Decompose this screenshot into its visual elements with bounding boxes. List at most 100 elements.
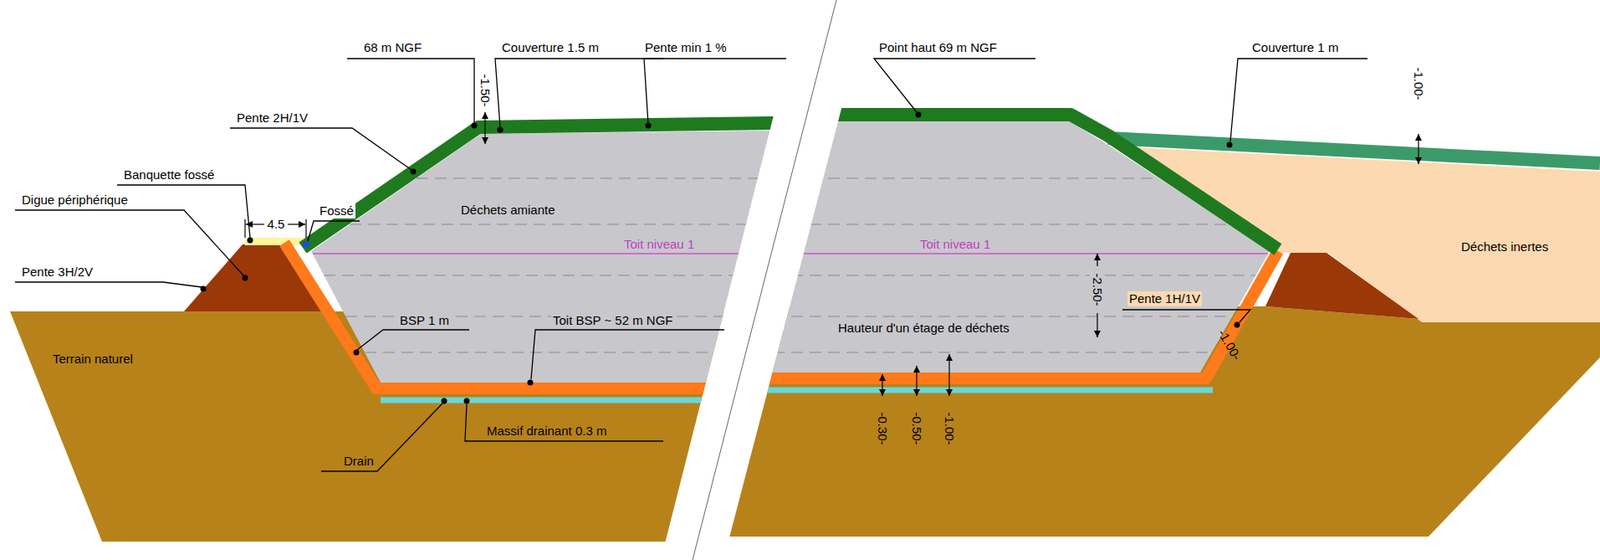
part-label: Drain xyxy=(342,453,376,469)
dimension-value: 4.5 xyxy=(265,216,287,232)
part-label: Banquette fossé xyxy=(122,167,216,183)
layer-label: Massif drainant 0.3 m xyxy=(485,423,609,439)
leader-dot xyxy=(200,286,207,292)
layer-line xyxy=(416,177,837,179)
dimension-line xyxy=(484,112,486,144)
leader-dot xyxy=(527,379,534,386)
cover-layer xyxy=(302,122,837,248)
ditch xyxy=(302,240,310,248)
zone-label: Déchets amiante xyxy=(459,202,558,218)
note-label: Hauteur d'un étage de déchets xyxy=(836,320,1012,336)
layer-line xyxy=(736,351,1212,353)
leader-line xyxy=(117,184,251,238)
zone-label: Terrain naturel xyxy=(51,351,135,367)
part-label: Digue périphérique xyxy=(20,192,130,208)
dimension-tick xyxy=(305,219,307,238)
dimension-value: -0.50- xyxy=(909,409,925,446)
layer-label: BSP 1 m xyxy=(398,312,451,328)
bsp-liner xyxy=(719,250,1278,379)
dimensions xyxy=(245,112,1419,396)
dimension-tick xyxy=(244,219,246,238)
leader-dot xyxy=(915,112,922,118)
leader-dot xyxy=(247,237,254,244)
layer-line xyxy=(736,274,1256,276)
dimension-value: -2.50- xyxy=(1089,270,1105,307)
dimension-line xyxy=(1096,253,1098,266)
level-roof-line xyxy=(736,252,1268,255)
dimension-value: -1.50- xyxy=(477,71,493,108)
level-roof-line xyxy=(312,252,837,255)
perimeter-dike xyxy=(1265,252,1419,319)
leader-line xyxy=(1230,58,1368,142)
layer-line xyxy=(736,315,1232,317)
part-label: Fossé xyxy=(317,203,356,219)
leader-line xyxy=(644,58,787,124)
leader-dot xyxy=(242,275,249,282)
dimension-line xyxy=(948,353,950,396)
waste-layers xyxy=(736,178,1256,353)
layer-line xyxy=(736,223,1229,225)
level-label: Toit niveau 1 xyxy=(622,236,696,252)
dimension-value: -1.00- xyxy=(1410,65,1427,102)
waste-layers xyxy=(323,178,837,353)
drainage-layer xyxy=(719,387,1213,394)
section-break xyxy=(692,0,837,560)
leader-line xyxy=(465,403,664,441)
zone-label: Déchets inertes xyxy=(1459,239,1550,255)
right-section xyxy=(698,114,1600,537)
slope-label: Pente 1H/1V xyxy=(1127,291,1202,307)
leader-line xyxy=(874,58,1036,113)
layer-line xyxy=(323,274,837,276)
layer-label: Couverture 1 m xyxy=(1250,40,1340,56)
bsp-liner xyxy=(284,242,837,389)
dimension-value: -1.00- xyxy=(941,409,957,446)
leader-line xyxy=(307,220,360,241)
level-label: Toit niveau 1 xyxy=(918,236,992,252)
leader-line xyxy=(347,58,475,124)
leader-dot xyxy=(410,168,417,175)
leader-dot xyxy=(464,398,471,404)
dimension-line xyxy=(1417,133,1419,164)
dimension-line xyxy=(287,223,306,225)
dimension-line xyxy=(881,373,883,396)
elevation-label: Point haut 69 m NGF xyxy=(877,40,999,56)
asbestos-waste xyxy=(719,121,1270,373)
leader-line xyxy=(15,281,202,287)
slope-label: Pente min 1 % xyxy=(643,40,729,56)
leader-dot xyxy=(353,349,360,356)
dimension-line xyxy=(245,223,265,225)
leader-dot xyxy=(645,122,652,129)
elevation-label: Toit BSP ~ 52 m NGF xyxy=(551,312,675,328)
layer-line xyxy=(736,177,1159,179)
leader-dot xyxy=(497,127,504,133)
leader-line xyxy=(495,58,664,128)
elevation-label: 68 m NGF xyxy=(362,40,424,56)
layer-label: Couverture 1.5 m xyxy=(500,40,601,56)
leader-dots xyxy=(200,112,1241,404)
leader-line xyxy=(321,403,443,471)
asbestos-waste xyxy=(311,129,837,383)
leader-line xyxy=(1122,309,1251,323)
dimension-value: -0.30- xyxy=(874,409,890,446)
leader-line xyxy=(531,329,725,379)
leaders xyxy=(15,58,1368,471)
leader-dot xyxy=(441,398,448,404)
layer-line xyxy=(364,351,837,353)
left-section xyxy=(10,122,837,542)
inert-cover xyxy=(1108,138,1600,164)
layer-line xyxy=(349,223,837,225)
dimension-line xyxy=(915,365,917,396)
ditch-berm xyxy=(245,237,307,246)
cover-layer xyxy=(752,114,1278,250)
dimension-line xyxy=(1096,312,1098,338)
dimension-value: -1.00- xyxy=(1213,325,1245,364)
leader-dot xyxy=(1226,142,1233,149)
slope-label: Pente 2H/1V xyxy=(235,110,310,126)
leader-dot xyxy=(1234,322,1241,328)
leader-line xyxy=(357,329,470,350)
leader-line xyxy=(230,127,412,170)
leader-dot xyxy=(471,122,478,129)
